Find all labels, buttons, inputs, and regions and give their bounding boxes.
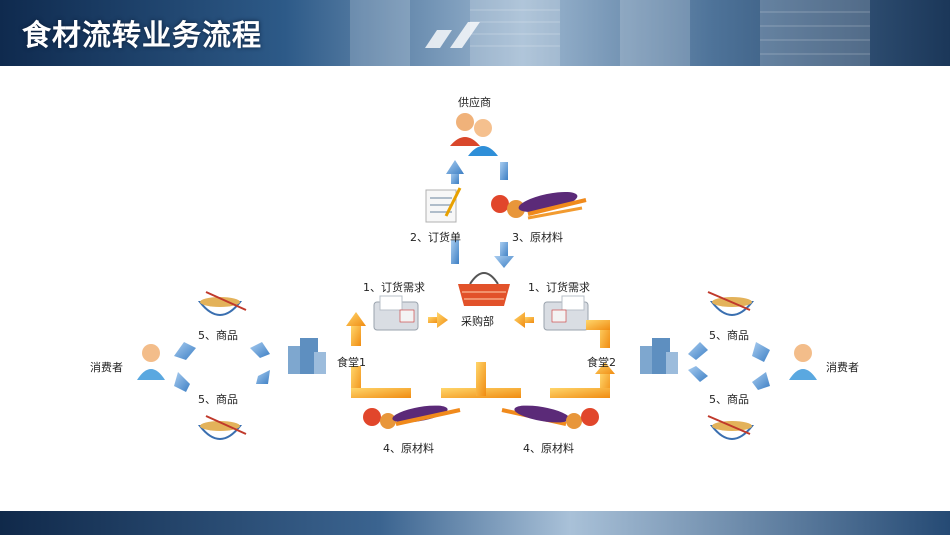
goods-right-top-label: 5、商品 xyxy=(709,329,749,342)
arrow-order-form-up xyxy=(446,160,464,264)
noodle-bowl-icon-right-top xyxy=(707,291,755,316)
flow-diagram xyxy=(137,113,817,440)
vegetables-icon-right xyxy=(501,405,599,429)
vegetables-icon xyxy=(491,191,587,220)
fax-icon-left xyxy=(373,295,419,331)
raw-material-right-label: 4、原材料 xyxy=(523,442,574,455)
basket-icon xyxy=(458,272,510,306)
noodle-bowl-icon-left-top xyxy=(197,291,247,316)
consumer-right-label: 消费者 xyxy=(826,361,859,374)
consumer-left-label: 消费者 xyxy=(90,361,123,374)
noodle-bowl-icon-right-bottom xyxy=(707,415,755,440)
supplier-people-icon xyxy=(450,113,498,156)
noodle-bowl-icon-left-bottom xyxy=(197,415,247,440)
order-form-label: 2、订货单 xyxy=(410,231,461,244)
vegetables-icon-left xyxy=(363,405,461,429)
header-banner: 食材流转业务流程 xyxy=(0,0,950,66)
order-demand-right-label: 1、订货需求 xyxy=(528,281,590,294)
order-form-icon xyxy=(425,187,462,223)
arrow-raw-material-down xyxy=(494,162,514,268)
supplier-label: 供应商 xyxy=(458,96,491,109)
canteen2-label: 食堂2 xyxy=(587,356,616,369)
footer-banner xyxy=(0,511,950,535)
building-background xyxy=(350,0,870,66)
building-icon-left xyxy=(288,338,326,374)
purchasing-label: 采购部 xyxy=(461,315,494,328)
consumer-icon-left xyxy=(137,344,165,380)
arrows-left-goods xyxy=(174,342,270,392)
raw-material-up-label: 3、原材料 xyxy=(512,231,563,244)
raw-material-left-label: 4、原材料 xyxy=(383,442,434,455)
goods-left-bottom-label: 5、商品 xyxy=(198,393,238,406)
arrow-loop-left xyxy=(346,312,411,398)
arrow-demand-left xyxy=(428,312,448,328)
consumer-icon-right xyxy=(789,344,817,380)
arrow-split-center xyxy=(441,362,521,398)
page-title: 食材流转业务流程 xyxy=(22,18,263,52)
order-demand-left-label: 1、订货需求 xyxy=(363,281,425,294)
fax-icon-right xyxy=(543,295,589,331)
arrow-loop-right xyxy=(550,320,615,398)
goods-right-bottom-label: 5、商品 xyxy=(709,393,749,406)
canteen1-label: 食堂1 xyxy=(337,356,366,369)
arrows-right-goods xyxy=(688,342,770,390)
goods-left-top-label: 5、商品 xyxy=(198,329,238,342)
arrow-demand-right xyxy=(514,312,534,328)
building-icon-right xyxy=(640,338,678,374)
